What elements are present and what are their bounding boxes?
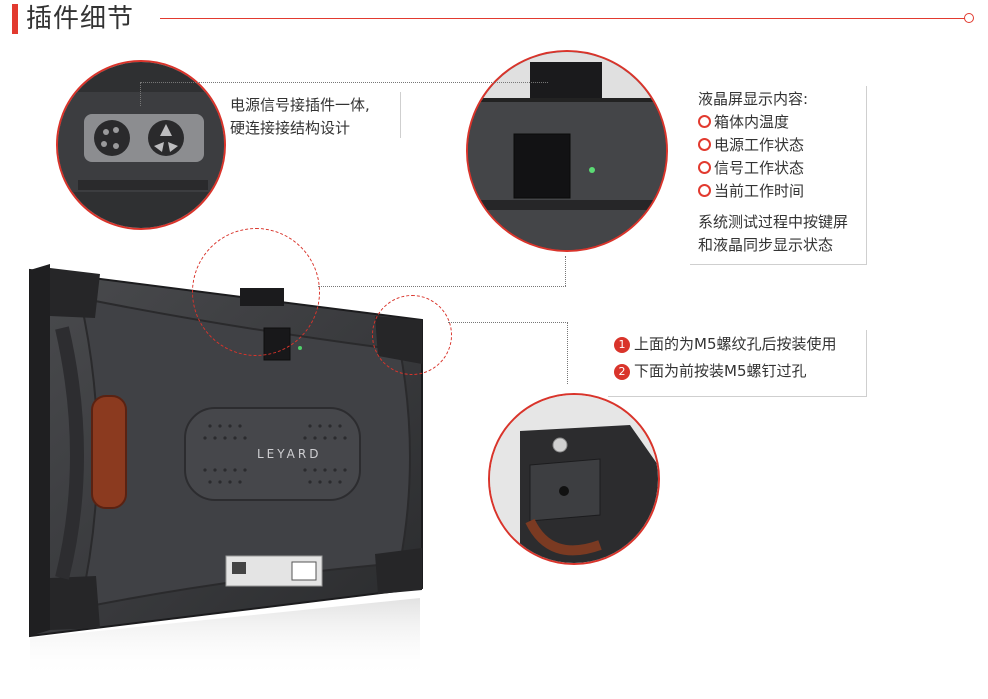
bullet-icon [698, 115, 711, 128]
leader-connector-vert [140, 82, 141, 106]
connector-callout-frame [224, 92, 401, 138]
bullet-icon [698, 138, 711, 151]
lcd-note-line1: 系统测试过程中按键屏 [698, 213, 849, 231]
lcd-callout: 液晶屏显示内容: 箱体内温度 电源工作状态 信号工作状态 当前工作时间 系统测试… [698, 88, 848, 257]
connector-line1: 电源信号接插件一体, [230, 96, 370, 114]
leader-lcd-vert [565, 256, 566, 286]
screw-callout-frame [608, 330, 867, 397]
lcd-item: 当前工作时间 [698, 180, 848, 203]
panel-logo: LEYARD [257, 447, 322, 461]
lcd-item: 信号工作状态 [698, 157, 848, 180]
title-accent-bar [12, 4, 18, 34]
number-badge: 1 [614, 337, 630, 353]
lcd-note-line2: 和液晶同步显示状态 [698, 236, 834, 254]
lcd-item: 电源工作状态 [698, 134, 848, 157]
number-badge: 2 [614, 364, 630, 380]
connector-callout: 电源信号接插件一体, 硬连接接结构设计 [230, 94, 370, 140]
lcd-item: 箱体内温度 [698, 111, 848, 134]
page-title: 插件细节 [26, 4, 135, 34]
zoom-ring-top [192, 228, 320, 356]
connector-zoom-circle [56, 60, 226, 230]
zoom-ring-corner [372, 295, 452, 375]
leader-corner-horiz [448, 322, 568, 323]
bullet-icon [698, 184, 711, 197]
title-divider [160, 18, 966, 19]
leader-lcd-horiz [318, 286, 566, 287]
corner-zoom-circle [488, 393, 660, 565]
leader-corner-vert [567, 322, 568, 384]
lcd-heading: 液晶屏显示内容: [698, 90, 809, 108]
bullet-icon [698, 161, 711, 174]
lcd-callout-frame [690, 86, 867, 265]
connector-line2: 硬连接接结构设计 [230, 119, 351, 137]
leader-connector-horiz [140, 82, 548, 83]
divider-end-dot [964, 13, 974, 23]
lcd-zoom-circle [466, 50, 668, 252]
